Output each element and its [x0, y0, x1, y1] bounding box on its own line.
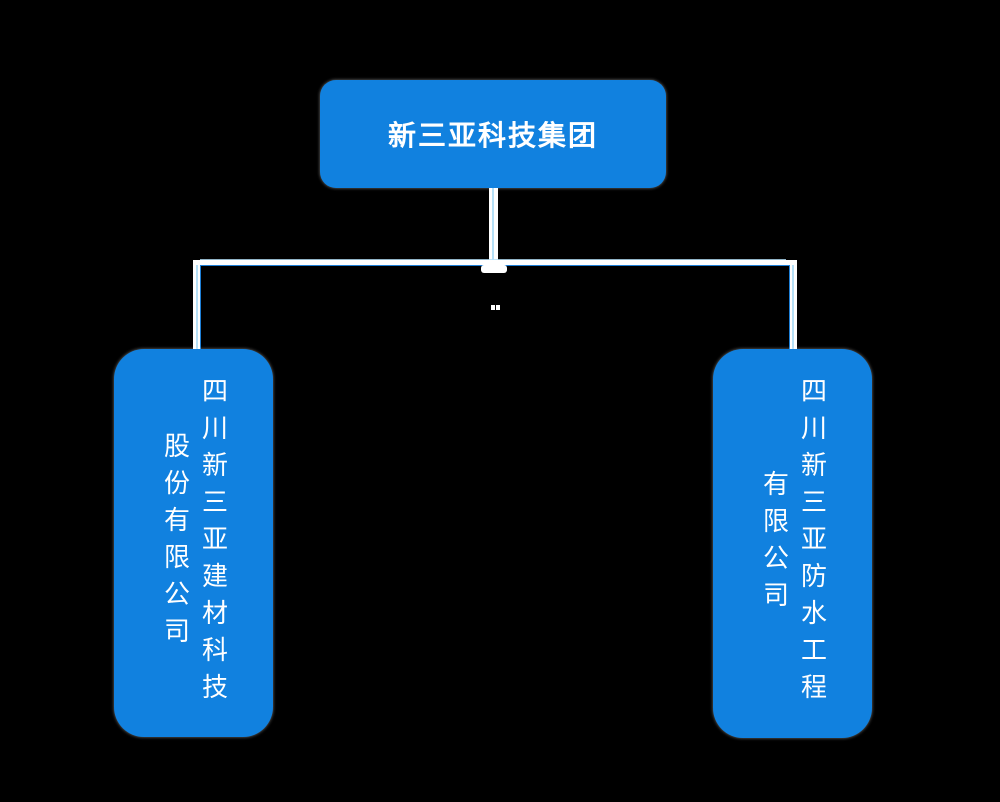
- connector-bracket-highlight: [200, 259, 786, 260]
- child-node-left[interactable]: 四川新三亚建材科技 股份有限公司: [114, 349, 273, 737]
- collapse-indicator[interactable]: [491, 305, 500, 310]
- child-left-label-line2: 股份有限公司: [159, 432, 190, 654]
- connector-left-leg-core: [196, 265, 198, 349]
- child-node-left-text: 四川新三亚建材科技 股份有限公司: [114, 349, 273, 737]
- connector-right-leg-core: [792, 265, 794, 349]
- root-node[interactable]: 新三亚科技集团: [320, 80, 666, 188]
- child-node-right[interactable]: 四川新三亚防水工程 有限公司: [713, 349, 872, 738]
- child-node-right-text: 四川新三亚防水工程 有限公司: [713, 349, 872, 738]
- connector-junction: [481, 265, 507, 273]
- child-right-label-line1: 四川新三亚防水工程: [796, 377, 827, 710]
- collapse-dot: [491, 305, 495, 310]
- child-left-label-line1: 四川新三亚建材科技: [197, 376, 228, 710]
- connector-stem-core: [492, 188, 494, 262]
- root-node-label: 新三亚科技集团: [387, 119, 598, 152]
- collapse-dot: [496, 305, 500, 310]
- child-right-label-line2: 有限公司: [758, 469, 789, 618]
- connector-stem: [489, 188, 498, 262]
